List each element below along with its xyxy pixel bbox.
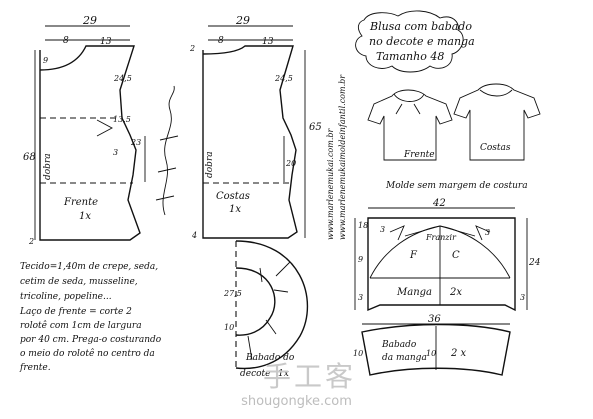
- back-pattern: [202, 25, 306, 239]
- back-side-dim: 20: [285, 159, 296, 168]
- sleeve-pattern: [354, 207, 528, 312]
- sleeve-cap-dim: 18: [358, 221, 368, 230]
- ruffle-name: Babado: [381, 340, 417, 350]
- sleeve-right-label: C: [452, 250, 460, 261]
- sleeve-count: 2x: [449, 287, 462, 298]
- front-name: Frente: [63, 197, 98, 208]
- neck-ruffle-h2: 10: [224, 323, 234, 332]
- front-side-dim: 68: [23, 152, 36, 163]
- illus-front-label: Frente: [403, 150, 435, 160]
- back-shoulder-dim: 13: [262, 37, 274, 47]
- note-line-2: cetim de seda, musseline,: [20, 277, 138, 287]
- back-armhole-dim: 24,5: [274, 74, 293, 83]
- notes-block: Tecido=1,40m de crepe, seda, cetim de se…: [19, 262, 162, 373]
- sleeve-name: Manga: [396, 287, 432, 298]
- front-shoulder-dim: 13: [100, 37, 112, 47]
- note-line-5: rolotê com 1cm de largura: [20, 320, 142, 331]
- site-url-1: www.marlenemukai.com.br: [326, 128, 335, 241]
- back-neck-dim: 8: [218, 36, 224, 46]
- footer-band: [0, 384, 593, 419]
- sleeve-low-dim: 3: [358, 293, 363, 302]
- signature-mark: [155, 85, 179, 216]
- ruffle-height-dim: 10: [353, 349, 363, 358]
- front-pattern: [34, 25, 146, 241]
- ruffle-side-dim: 10: [426, 349, 436, 358]
- sleeve-center-label: Franzir: [425, 233, 457, 242]
- back-count: 1x: [229, 204, 241, 215]
- front-top-dim: 29: [82, 14, 97, 27]
- neck-ruffle-sub: decote: [240, 369, 271, 379]
- front-dart-dim: 3: [113, 148, 118, 157]
- front-count: 1x: [79, 211, 91, 222]
- note-line-3: tricoline, popeline...: [20, 292, 112, 302]
- watermark-logo: 手工客: [263, 360, 357, 393]
- title-line-1: Blusa com babado: [369, 20, 472, 33]
- sleeve-right-edge-dim: 3: [520, 293, 525, 302]
- back-fold-label: dobra: [205, 151, 215, 178]
- front-neck-dim: 8: [63, 36, 69, 46]
- back-length-dim: 65: [309, 122, 322, 133]
- front-fold-label: dobra: [43, 153, 53, 180]
- front-drop-dim: 9: [43, 56, 48, 65]
- illus-back-label: Costas: [480, 143, 511, 153]
- neck-ruffle-h1: 27,5: [223, 289, 242, 298]
- note-line-7: o meio do rolotê no centro da: [20, 348, 155, 359]
- ruffle-width-dim: 36: [428, 314, 441, 325]
- front-bottom-dim: 2: [28, 237, 34, 246]
- sleeve-left-dim: 9: [358, 255, 363, 264]
- front-dart2-dim: 13,5: [113, 115, 131, 124]
- watermark-url: shougongke.com: [241, 394, 352, 409]
- back-top-dim: 29: [235, 14, 250, 27]
- sleeve-width-dim: 42: [432, 198, 446, 209]
- front-armhole-dim: 24,5: [113, 74, 132, 83]
- note-line-6: por 40 cm. Prega-o costurando: [20, 335, 162, 345]
- sleeve-side-dim: 24: [528, 258, 541, 268]
- sleeve-left-label: F: [409, 250, 418, 261]
- neck-ruffle-name: Babado do: [245, 353, 295, 363]
- sleeve-right-top-dim: 3: [485, 228, 490, 237]
- sleeve-ruffle-pattern: [361, 323, 511, 376]
- neck-ruffle-pattern: [235, 240, 309, 370]
- illustration-back: [453, 83, 541, 161]
- note-line-8: frente.: [19, 363, 51, 373]
- back-name: Costas: [216, 191, 250, 202]
- title-line-2: no decote e manga: [369, 35, 475, 48]
- note-line-1: Tecido=1,40m de crepe, seda,: [20, 262, 158, 272]
- subtitle: Molde sem margem de costura: [385, 181, 528, 191]
- back-neck-drop-dim: 2: [189, 44, 195, 53]
- title-cloud: [355, 10, 464, 73]
- note-line-4: Laço de frente = corte 2: [19, 307, 132, 317]
- ruffle-sub: da manga: [382, 353, 427, 363]
- illustration-front: [367, 89, 453, 161]
- front-dart-h-dim: 23: [130, 138, 141, 147]
- neck-ruffle-count: 1x: [278, 369, 289, 379]
- sleeve-top-dim: 3: [380, 225, 385, 234]
- site-url-2: www.marlenemukaimoldeinfantil.com.br: [338, 74, 347, 240]
- ruffle-count: 2 x: [450, 348, 467, 359]
- back-bottom-dim: 4: [191, 231, 197, 240]
- title-line-3: Tamanho 48: [376, 50, 444, 63]
